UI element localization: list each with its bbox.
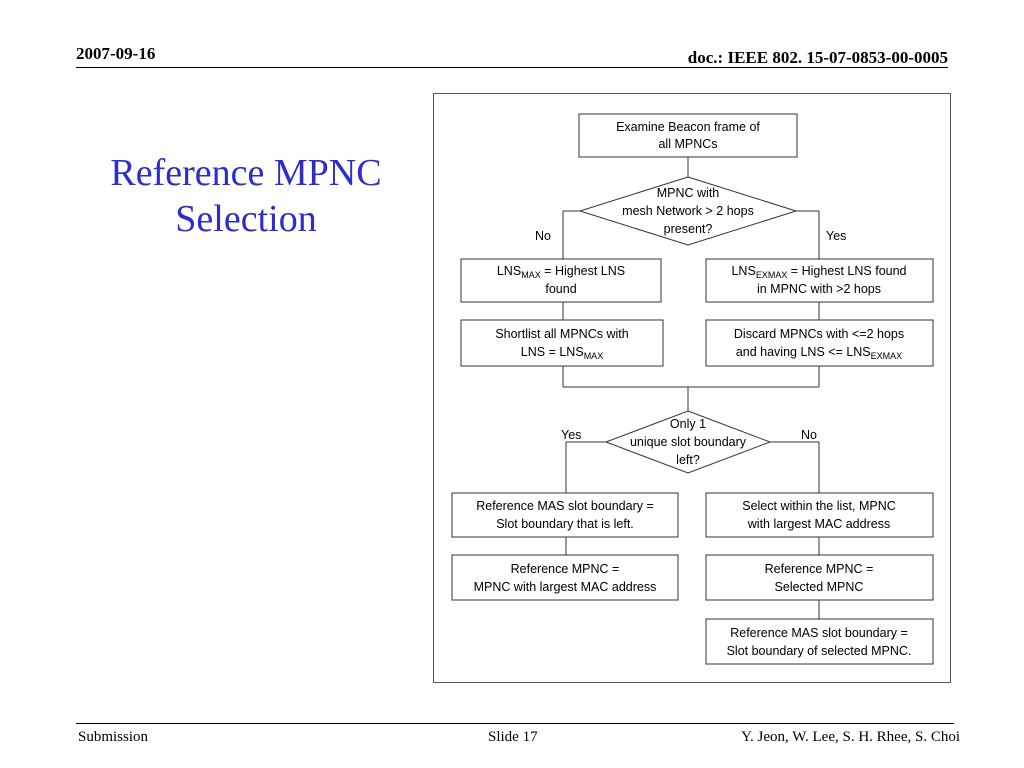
decision-unique-slot-line-2: unique slot boundary [630, 435, 747, 449]
ref-mpnc-right-box-line-1: Reference MPNC = [765, 562, 874, 576]
flowchart: Examine Beacon frame of all MPNCs MPNC w… [433, 93, 951, 683]
footer-authors: Y. Jeon, W. Lee, S. H. Rhee, S. Choi [741, 729, 960, 745]
discard-box-line-2: and having LNS <= LNSEXMAX [736, 345, 902, 361]
decision-unique-slot-line-3: left? [676, 453, 700, 467]
footer-slide-number: Slide 17 [488, 729, 538, 745]
select-list-box-line-1: Select within the list, MPNC [742, 499, 896, 513]
decision-unique-slot: Only 1 unique slot boundary left? [604, 410, 772, 474]
ref-mpnc-right-box-line-2: Selected MPNC [775, 580, 864, 594]
slide-title-line-2: Selection [175, 198, 317, 240]
header-divider [76, 67, 948, 68]
shortlist-box-line-2: LNS = LNSMAX [521, 345, 603, 361]
footer-divider [76, 723, 954, 724]
ref-mas-right-box-line-2: Slot boundary of selected MPNC. [727, 644, 912, 658]
discard-box: Discard MPNCs with <=2 hops and having L… [705, 319, 934, 367]
header-doc-id: doc.: IEEE 802. 15-07-0853-00-0005 [687, 48, 948, 67]
lns-max-box-line-1: LNSMAX = Highest LNS [497, 264, 625, 280]
shortlist-box-line-1: Shortlist all MPNCs with [495, 327, 628, 341]
ref-mpnc-left-box: Reference MPNC = MPNC with largest MAC a… [451, 554, 679, 601]
ref-mas-left-box: Reference MAS slot boundary = Slot bound… [451, 492, 679, 538]
decision-mesh-hops-line-2: mesh Network > 2 hops [622, 204, 754, 218]
lns-exmax-box-line-2: in MPNC with >2 hops [757, 282, 881, 296]
ref-mpnc-left-box-line-1: Reference MPNC = [511, 562, 620, 576]
flowchart-connectors [562, 157, 820, 619]
header-date: 2007-09-16 [76, 44, 156, 63]
decision-mesh-hops-line-1: MPNC with [657, 186, 720, 200]
decision-mesh-hops: MPNC with mesh Network > 2 hops present? [578, 176, 798, 246]
ref-mpnc-left-box-line-2: MPNC with largest MAC address [474, 580, 657, 594]
decision-mesh-hops-no-label: No [535, 229, 551, 243]
decision-unique-slot-no-label: No [801, 428, 817, 442]
footer-submission: Submission [78, 729, 149, 745]
ref-mas-right-box: Reference MAS slot boundary = Slot bound… [705, 618, 934, 665]
lns-exmax-box: LNSEXMAX = Highest LNS found in MPNC wit… [705, 258, 934, 303]
decision-mesh-hops-line-3: present? [664, 222, 713, 236]
ref-mas-left-box-line-2: Slot boundary that is left. [496, 517, 634, 531]
ref-mpnc-right-box: Reference MPNC = Selected MPNC [705, 554, 934, 601]
decision-unique-slot-line-1: Only 1 [670, 417, 706, 431]
start-box: Examine Beacon frame of all MPNCs [578, 113, 798, 158]
decision-unique-slot-yes-label: Yes [561, 428, 581, 442]
shortlist-box: Shortlist all MPNCs with LNS = LNSMAX [460, 319, 664, 367]
select-list-box: Select within the list, MPNC with larges… [705, 492, 934, 538]
ref-mas-left-box-line-1: Reference MAS slot boundary = [476, 499, 654, 513]
ref-mas-right-box-line-1: Reference MAS slot boundary = [730, 626, 908, 640]
select-list-box-line-2: with largest MAC address [747, 517, 890, 531]
lns-max-box: LNSMAX = Highest LNS found [460, 258, 662, 303]
slide-title: Reference MPNC Selection [76, 150, 416, 242]
slide-title-line-1: Reference MPNC [110, 152, 382, 194]
lns-exmax-box-line-1: LNSEXMAX = Highest LNS found [731, 264, 906, 280]
discard-box-line-1: Discard MPNCs with <=2 hops [734, 327, 904, 341]
lns-max-box-line-2: found [545, 282, 576, 296]
start-box-line-1: Examine Beacon frame of [616, 120, 760, 134]
decision-mesh-hops-yes-label: Yes [826, 229, 846, 243]
start-box-line-2: all MPNCs [658, 137, 717, 151]
